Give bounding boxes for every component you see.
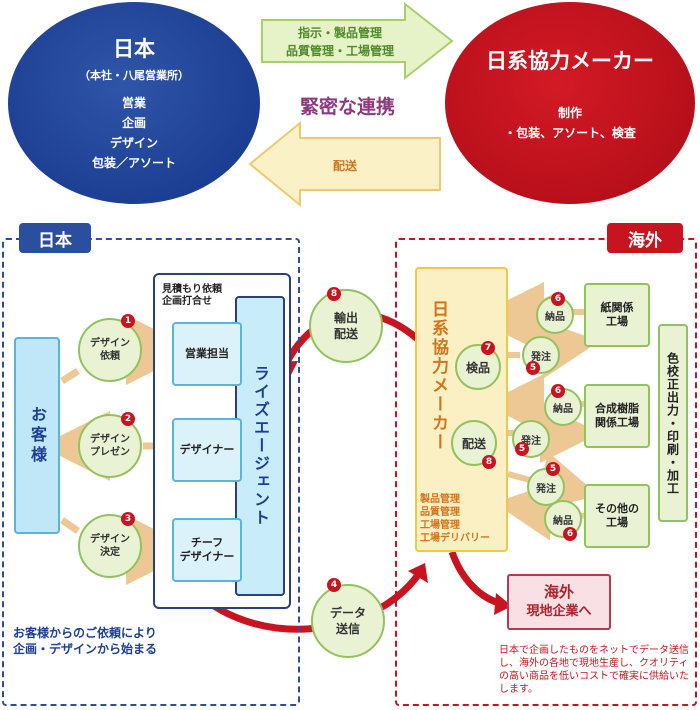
maker-functions: 制作 ・包装、アソート、検査: [504, 103, 636, 143]
rises-header-line: 企画打合せ: [162, 296, 212, 307]
factory-label: 工場: [606, 516, 628, 529]
step-label: デザイン: [90, 534, 130, 545]
to-local-company-arrowhead: [494, 593, 512, 615]
japan-section-tag: 日本: [19, 223, 91, 253]
delivery-arrow: [248, 120, 441, 208]
step-design-request: デザイン 依頼: [78, 318, 142, 382]
customer-to-step3-connector: [60, 517, 80, 534]
step-number-badge: 8: [482, 455, 496, 469]
japan-section-box: [2, 238, 300, 706]
step-label: デザイン: [90, 434, 130, 445]
japan-note: お客様からのご依頼により 企画・デザインから始まる: [13, 625, 157, 657]
maker-function: ・包装、アソート、検査: [504, 126, 636, 140]
local-company-line: 海外: [543, 583, 574, 601]
japan-head-office-oval: 日本 （本社・八尾営業所） 営業 企画 デザイン 包装／アソート: [8, 2, 260, 204]
maker-management-item: 品質管理: [420, 507, 460, 518]
overseas-note: 日本で企画したものをネットでデータ送信し、海外の各地で現地生産し、クオリティの高…: [499, 645, 689, 695]
japan-note-line: お客様からのご依頼により: [13, 626, 157, 640]
factory-label: 工場: [606, 315, 628, 328]
japan-note-line: 企画・デザインから始まる: [13, 642, 158, 656]
step-number-badge: 6: [551, 292, 565, 306]
factory-label: その他の: [595, 502, 639, 515]
factory-label: 合成樹脂: [595, 402, 639, 415]
rises-header-line: 見積もり依頼: [162, 284, 222, 295]
maker-management-item: 製品管理: [420, 494, 460, 505]
partner-maker-title: 日系協力メーカー: [428, 300, 448, 452]
chief-designer-box: チーフ デザイナー: [172, 518, 242, 582]
paper-factory-box: 紙関係 工場: [584, 283, 650, 347]
step-number-badge: 2: [121, 412, 135, 426]
local-company-line: 現地企業へ: [526, 604, 592, 619]
role-label: デザイナー: [179, 443, 235, 456]
step-label: 決定: [100, 547, 120, 558]
japan-title: 日本: [113, 37, 155, 61]
instruction-line: 指示・製品管理: [297, 26, 382, 40]
factory-label: 関係工場: [595, 416, 639, 429]
export-delivery-circle: 輸出 配送: [309, 289, 383, 363]
maker-management-item: 工場デリバリー: [420, 533, 490, 544]
sales-rep-box: 営業担当: [172, 322, 242, 386]
step-label: 依頼: [100, 351, 120, 362]
partner-maker-oval: 日系協力メーカー 制作 ・包装、アソート、検査: [445, 2, 695, 204]
inspection-circle: 検品: [455, 344, 501, 390]
partner-maker-column: [415, 267, 508, 552]
maker-title: 日系協力メーカー: [486, 49, 654, 73]
step-number-badge: 5: [546, 462, 560, 476]
step-number-badge: 5: [515, 442, 529, 456]
resin-factory-box: 合成樹脂 関係工場: [584, 384, 650, 448]
rises-agent-name: ライズエージェント: [235, 296, 285, 596]
step-label: デザイン: [90, 338, 130, 349]
overseas-section-box: [395, 238, 697, 706]
step-number-badge: 1: [121, 314, 135, 328]
transfer-label: 輸出: [333, 311, 358, 325]
step-number-badge: 5: [526, 361, 540, 375]
step-design-decision: デザイン 決定: [78, 514, 142, 578]
step-number-badge: 6: [551, 384, 565, 398]
japan-function: 営業: [121, 96, 146, 110]
maker-management-list: 製品管理 品質管理 工場管理 工場デリバリー: [420, 493, 490, 545]
transfer-label: データ: [329, 606, 366, 620]
step-label: プレゼン: [90, 447, 130, 458]
step-number-badge: 7: [481, 341, 495, 355]
transfer-label: 送信: [335, 622, 360, 636]
customer-box: お客様: [14, 337, 60, 534]
transfer-label: 配送: [333, 327, 358, 341]
data-send-arrowhead: [408, 563, 428, 583]
step-number-badge: 4: [327, 578, 341, 592]
maker-function: 制作: [557, 106, 582, 120]
step-number-badge: 8: [327, 287, 341, 301]
japan-function: 包装／アソート: [91, 156, 176, 170]
role-label: デザイナー: [179, 550, 235, 563]
factory-label: 紙関係: [600, 301, 634, 314]
proof-print-process-box: 色校正出力・印刷・加工: [658, 324, 688, 522]
role-label: 営業担当: [185, 347, 229, 360]
rises-header: 見積もり依頼 企画打合せ: [162, 284, 222, 308]
role-label: チーフ: [190, 536, 224, 549]
local-company-box: 海外 現地企業へ: [507, 574, 611, 630]
other-factory-box: その他の 工場: [584, 484, 650, 548]
instruction-arrow-label: 指示・製品管理 品質管理・工場管理: [270, 24, 410, 60]
close-cooperation-label: 緊密な連携: [300, 96, 396, 118]
step-number-badge: 6: [563, 527, 577, 541]
delivery-label: 配送: [461, 436, 486, 451]
data-send-circle: データ 送信: [311, 584, 385, 658]
step-number-badge: 3: [121, 512, 135, 526]
instruction-line: 品質管理・工場管理: [285, 44, 394, 58]
japan-function: 企画: [121, 116, 146, 130]
japan-functions: 営業 企画 デザイン 包装／アソート: [92, 93, 176, 173]
japan-subtitle: （本社・八尾営業所）: [79, 69, 189, 82]
japan-function: デザイン: [109, 136, 158, 150]
delivery-arrow-label: 配送: [333, 159, 358, 173]
overseas-section-tag: 海外: [607, 223, 683, 253]
customer-to-step1-connector: [60, 368, 80, 384]
instruction-arrow: [261, 1, 454, 81]
order-small-circle: 発注: [527, 468, 565, 506]
maker-management-item: 工場管理: [420, 520, 460, 531]
inspection-label: 検品: [465, 360, 490, 375]
designer-box: デザイナー: [172, 418, 242, 482]
